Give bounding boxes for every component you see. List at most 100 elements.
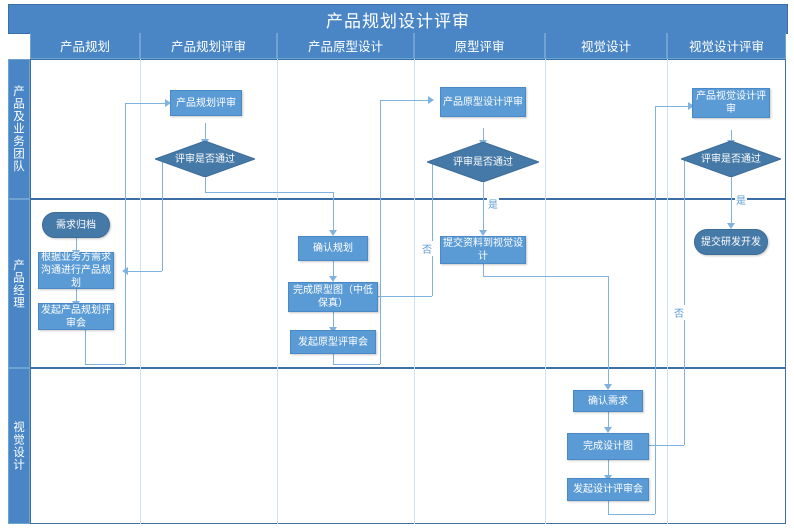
edge-n9-up bbox=[125, 103, 126, 364]
node-decision-prototype-approved[interactable]: 评审是否通过 bbox=[427, 142, 539, 182]
edge-n13-right bbox=[483, 276, 608, 277]
edge-n2-yes-down bbox=[205, 176, 206, 192]
edge-n13-down bbox=[483, 264, 484, 276]
column-separator-3 bbox=[414, 59, 415, 524]
node-confirm-planning[interactable]: 确认规划 bbox=[298, 236, 368, 261]
edge-n11-n12 bbox=[333, 312, 334, 329]
node-complete-design-draft[interactable]: 完成设计图 bbox=[567, 433, 649, 460]
node-label: 评审是否通过 bbox=[453, 156, 513, 168]
edge-n2-no-down bbox=[162, 158, 163, 271]
column-header-prototype-review: 原型评审 bbox=[414, 33, 545, 59]
edge-n6-no-down bbox=[684, 158, 685, 445]
edge-label-no-visual: 否 bbox=[673, 305, 685, 320]
diamond-shape-icon bbox=[681, 141, 781, 177]
node-requirement-archive[interactable]: 需求归档 bbox=[42, 212, 110, 238]
lane-label: 产品及业务团队 bbox=[12, 85, 26, 173]
edge-n15-n16 bbox=[608, 412, 609, 429]
edge-n3-n4 bbox=[483, 128, 484, 142]
node-decision-planning-approved[interactable]: 评审是否通过 bbox=[155, 141, 255, 177]
arrowhead-to-n1 bbox=[165, 99, 171, 107]
node-communicate-with-business[interactable]: 根据业务方需求沟通进行产品规划 bbox=[38, 252, 114, 289]
column-separator-5 bbox=[667, 59, 668, 524]
edge-n6-no-left2 bbox=[648, 445, 684, 446]
edge-n6-yes bbox=[731, 177, 732, 225]
edge-label-yes-prototype: 是 bbox=[487, 196, 499, 211]
node-label: 评审是否通过 bbox=[701, 153, 761, 165]
arrowhead-n15-n16 bbox=[604, 427, 612, 433]
node-label: 提交资料到视觉设计 bbox=[443, 238, 523, 262]
node-prototype-design-review[interactable]: 产品原型设计评审 bbox=[440, 87, 526, 117]
lane-body-visual-design bbox=[30, 368, 786, 524]
column-separator-1 bbox=[140, 59, 141, 524]
lane-body-product-manager bbox=[30, 199, 786, 368]
node-label: 完成原型图（中低保真） bbox=[293, 285, 373, 309]
arrowhead-n10-n11 bbox=[329, 276, 337, 282]
edge-n7-n8 bbox=[76, 238, 77, 252]
edge-label-yes-visual: 是 bbox=[735, 192, 747, 207]
edge-n10-n11 bbox=[333, 261, 334, 278]
arrowhead-n13-n15 bbox=[604, 384, 612, 390]
column-header-visual-design: 视觉设计 bbox=[545, 33, 667, 59]
node-initiate-prototype-review-meeting[interactable]: 发起原型评审会 bbox=[290, 330, 376, 354]
column-separator-2 bbox=[277, 59, 278, 524]
node-complete-prototype[interactable]: 完成原型图（中低保真） bbox=[288, 282, 378, 312]
node-label: 完成设计图 bbox=[583, 441, 633, 452]
diagram-title: 产品规划设计评审 bbox=[8, 4, 788, 34]
node-visual-design-review[interactable]: 产品视觉设计评审 bbox=[692, 88, 770, 118]
node-label: 确认规划 bbox=[313, 243, 353, 254]
node-label: 评审是否通过 bbox=[175, 153, 235, 165]
lane-header-product-business-team: 产品及业务团队 bbox=[8, 59, 30, 199]
node-label: 确认需求 bbox=[588, 395, 628, 407]
edge-n1-n2 bbox=[205, 123, 206, 141]
edge-n12-to-n3 bbox=[380, 100, 428, 101]
edge-n4-no-down bbox=[432, 160, 433, 296]
edge-n16-n17 bbox=[608, 460, 609, 477]
edge-label-no-prototype: 否 bbox=[421, 241, 433, 256]
node-label: 产品规划评审 bbox=[176, 97, 236, 109]
node-submit-to-development[interactable]: 提交研发开发 bbox=[694, 229, 768, 255]
diamond-shape-icon bbox=[427, 142, 539, 182]
lane-label: 视觉设计 bbox=[12, 421, 26, 471]
column-header-product-planning: 产品规划 bbox=[30, 33, 140, 59]
arrowhead-n2-yes bbox=[329, 230, 337, 236]
lane-header-product-manager: 产品经理 bbox=[8, 199, 30, 368]
edge-n8-n9 bbox=[76, 289, 77, 303]
node-initiate-planning-review-meeting[interactable]: 发起产品规划评审会 bbox=[38, 303, 114, 330]
column-header-product-planning-review: 产品规划评审 bbox=[140, 33, 277, 59]
node-label: 发起设计评审会 bbox=[573, 484, 643, 495]
column-header-prototype-design: 产品原型设计 bbox=[277, 33, 414, 59]
edge-n2-yes-down2 bbox=[333, 192, 334, 232]
node-initiate-design-review-meeting[interactable]: 发起设计评审会 bbox=[567, 478, 649, 501]
edge-n12-right bbox=[333, 364, 380, 365]
node-confirm-requirement[interactable]: 确认需求 bbox=[573, 390, 643, 412]
arrowhead-to-n3 bbox=[428, 96, 434, 104]
node-label: 产品视觉设计评审 bbox=[696, 91, 766, 115]
edge-n12-up bbox=[380, 100, 381, 364]
edge-n4-yes bbox=[483, 178, 484, 232]
edge-n9-down bbox=[85, 330, 86, 364]
arrowhead-n4-yes bbox=[479, 230, 487, 236]
edge-n17-down bbox=[608, 501, 609, 514]
edge-n17-up bbox=[655, 106, 656, 514]
node-label: 需求归档 bbox=[56, 219, 96, 231]
node-decision-visual-approved[interactable]: 评审是否通过 bbox=[681, 141, 781, 177]
edge-n4-no-left2 bbox=[378, 296, 432, 297]
edge-n12-down bbox=[333, 354, 334, 364]
arrowhead-n2-no bbox=[122, 267, 128, 275]
lane-header-visual-design: 视觉设计 bbox=[8, 368, 30, 524]
arrowhead-n6-yes bbox=[727, 223, 735, 229]
edge-n13-down2 bbox=[608, 276, 609, 386]
lane-body-product-business-team bbox=[30, 59, 786, 199]
edge-n5-n6 bbox=[731, 130, 732, 142]
node-label: 提交研发开发 bbox=[701, 236, 761, 248]
edge-n17-to-n5 bbox=[655, 106, 688, 107]
edge-n9-to-n1 bbox=[125, 103, 165, 104]
node-product-planning-review[interactable]: 产品规划评审 bbox=[170, 90, 242, 116]
node-submit-materials-to-visual[interactable]: 提交资料到视觉设计 bbox=[440, 236, 526, 264]
edge-n2-yes-right bbox=[205, 192, 333, 193]
column-header-visual-design-review: 视觉设计评审 bbox=[667, 33, 786, 59]
edge-n9-right bbox=[85, 364, 125, 365]
edge-n2-no-right bbox=[128, 271, 162, 272]
arrowhead-to-n5 bbox=[688, 102, 694, 110]
